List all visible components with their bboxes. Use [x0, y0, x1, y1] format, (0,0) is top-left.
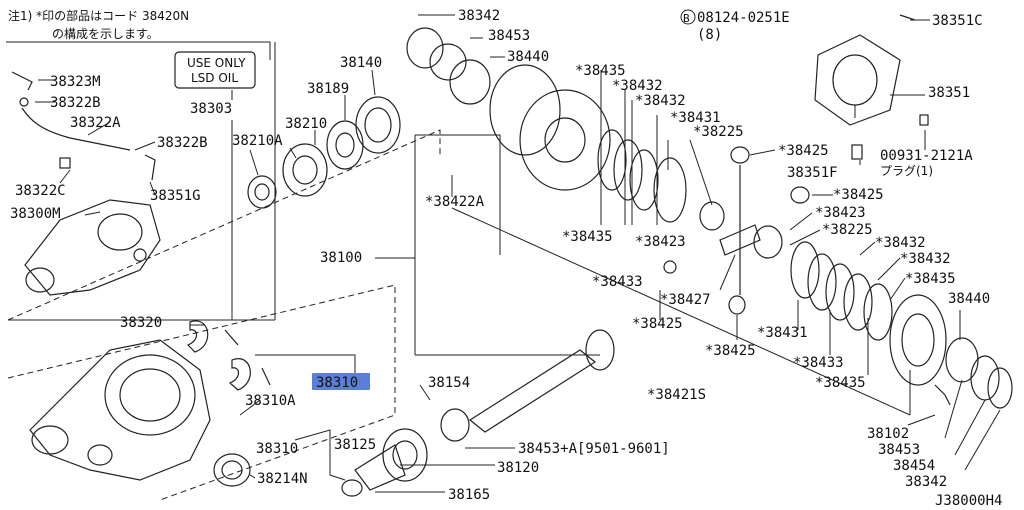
lsd-oil-line-1: USE ONLY	[187, 56, 246, 70]
part-label[interactable]: 38125	[334, 437, 376, 453]
ring-gear	[889, 294, 1013, 409]
part-label[interactable]: 38322C	[15, 183, 66, 199]
part-label[interactable]: 38342	[905, 474, 947, 490]
part-label[interactable]: *38433	[793, 355, 844, 371]
part-label[interactable]: *38433	[592, 274, 643, 290]
part-label[interactable]: 38154	[428, 375, 470, 391]
leader-lines	[35, 14, 1001, 493]
part-label[interactable]: *38435	[575, 63, 626, 79]
breather-hose	[11, 71, 156, 181]
part-label-highlighted[interactable]: 38310	[316, 375, 358, 391]
seal-bearing-row	[247, 96, 401, 209]
rear-cover	[814, 14, 929, 160]
part-label[interactable]: 38310A	[245, 393, 296, 409]
part-label[interactable]: *38225	[822, 222, 873, 238]
note-line-1: 注1) *印の部品はコード 38420N	[8, 8, 189, 23]
part-label[interactable]: *38431	[757, 325, 808, 341]
bearing-cap-lower	[228, 358, 251, 391]
part-label[interactable]: *38427	[660, 292, 711, 308]
part-label[interactable]: 38351F	[787, 165, 838, 181]
part-label[interactable]: 38351C	[932, 13, 983, 29]
circle-b-marker	[680, 9, 696, 25]
diff-housing-small	[24, 199, 161, 296]
part-label[interactable]: 38300M	[10, 206, 61, 222]
part-label[interactable]: 38100	[320, 250, 362, 266]
part-label[interactable]: *38425	[833, 187, 884, 203]
part-label[interactable]: 38351G	[150, 188, 201, 204]
cap-bolt-1	[224, 329, 239, 346]
part-label[interactable]: *38425	[705, 343, 756, 359]
part-label[interactable]: 38102	[867, 426, 909, 442]
bracket-line	[6, 41, 271, 60]
part-label[interactable]: 38453+A[9501-9601]	[518, 441, 670, 457]
highlight-38310[interactable]	[312, 373, 370, 390]
part-label[interactable]: 38120	[497, 460, 539, 476]
part-label[interactable]: *38432	[612, 78, 663, 94]
pinion-gears	[663, 146, 810, 315]
part-label[interactable]: 38453	[488, 28, 530, 44]
part-label[interactable]: *38423	[815, 205, 866, 221]
part-label[interactable]: *38423	[635, 234, 686, 250]
bearing-cap-upper	[186, 320, 209, 353]
part-label[interactable]: 38320	[120, 315, 162, 331]
cap-bolt-2	[261, 367, 271, 386]
part-label[interactable]: *38425	[778, 143, 829, 159]
part-label[interactable]: *38435	[815, 375, 866, 391]
part-label[interactable]: 38322B	[157, 135, 208, 151]
part-labels: 38323M 38322B 38322A 38322B 38322C 38351…	[10, 8, 990, 503]
clutch-plates-upper	[597, 129, 725, 231]
part-label[interactable]: 38189	[307, 81, 349, 97]
part-label[interactable]: 38310	[256, 441, 298, 457]
part-label[interactable]: *38425	[632, 316, 683, 332]
part-label[interactable]: 38140	[340, 55, 382, 71]
lower-dashed-frame	[7, 284, 396, 501]
diagram-id: J38000H4	[935, 493, 1002, 509]
part-label[interactable]: 38440	[948, 291, 990, 307]
upper-dashed-frame	[7, 129, 441, 321]
part-label[interactable]: 38453	[878, 442, 920, 458]
part-label[interactable]: *38432	[635, 93, 686, 109]
part-label[interactable]: 38351	[928, 85, 970, 101]
part-label[interactable]: 38454	[893, 458, 935, 474]
drive-pinion	[341, 329, 951, 497]
diff-carrier-large	[29, 339, 211, 481]
part-label[interactable]: 38342	[458, 8, 500, 24]
part-label[interactable]: 38210A	[232, 133, 283, 149]
part-label[interactable]: 38440	[507, 49, 549, 65]
lsd-case-assembly	[406, 27, 611, 191]
part-label[interactable]: 38303	[190, 101, 232, 117]
part-label[interactable]: 38322B	[50, 95, 101, 111]
clutch-plates-lower	[790, 241, 893, 341]
part-label[interactable]: *38432	[875, 235, 926, 251]
part-label[interactable]: *38435	[562, 229, 613, 245]
part-label[interactable]: 38214N	[257, 471, 308, 487]
bolt-spec-code[interactable]: 08124-0251E	[697, 10, 790, 26]
part-label[interactable]: 38210	[285, 116, 327, 132]
part-label[interactable]: *38431	[670, 110, 721, 126]
part-label[interactable]: *38421S	[647, 387, 706, 403]
lsd-oil-box	[174, 51, 256, 89]
plug-spec-code[interactable]: 00931-2121A	[880, 148, 973, 164]
part-label[interactable]: *38225	[693, 124, 744, 140]
bolt-spec-qty: (8)	[697, 27, 722, 43]
part-label[interactable]: 38322A	[70, 115, 121, 131]
lock-plate	[213, 453, 251, 487]
bolt-circle-letter: B	[683, 12, 690, 25]
part-label[interactable]: *38422A	[425, 194, 485, 210]
note-line-2: の構成を示します。	[52, 27, 159, 41]
part-label[interactable]: *38435	[905, 271, 956, 287]
plug-spec-sub: プラグ(1)	[880, 164, 933, 178]
lsd-oil-line-2: LSD OIL	[191, 71, 238, 85]
part-label[interactable]: *38432	[900, 251, 951, 267]
part-label[interactable]: 38323M	[50, 74, 101, 90]
part-label[interactable]: 38165	[448, 487, 490, 503]
